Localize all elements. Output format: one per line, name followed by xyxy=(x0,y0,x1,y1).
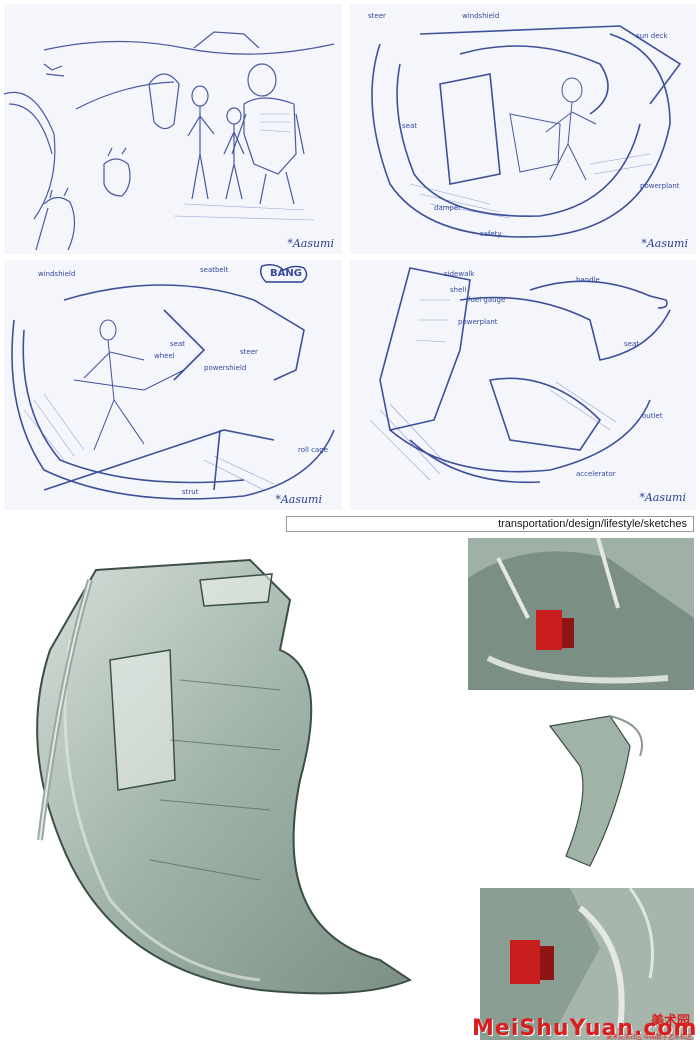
sketch-panel-vehicle-rider: steer windshield sun deck seat damper po… xyxy=(350,4,696,254)
pod-rider-sketch xyxy=(11,263,335,500)
signature: *Aasumi xyxy=(639,491,686,504)
sketch-panel-characters: *Aasumi xyxy=(4,4,342,254)
side-label-6: handle xyxy=(576,276,600,284)
watermark-sub: 美术交流社区 中国数字艺术社区 xyxy=(606,1034,692,1041)
vehicle-rider-label-5: damper xyxy=(434,204,462,212)
side-label-8: accelerator xyxy=(576,470,616,478)
detail-mid-graphic xyxy=(548,715,643,867)
render-main xyxy=(0,540,440,1020)
vehicle-rider-label-1: steer xyxy=(368,12,386,20)
characters-sketch xyxy=(4,31,335,251)
vehicle-side-sketch xyxy=(369,267,671,484)
pod-label-2: seatbelt xyxy=(200,266,229,274)
detail-top-graphic xyxy=(468,538,694,690)
pod-label-8: strut xyxy=(182,488,199,496)
signature: *Aasumi xyxy=(641,237,688,250)
pod-tag: BANG xyxy=(270,268,302,279)
main-render-graphic xyxy=(36,558,413,995)
signature: *Aasumi xyxy=(275,493,322,506)
pod-label-5: wheel xyxy=(154,352,175,360)
sketch-panel-pod-rider: BANG windshield seatbelt seat powershiel… xyxy=(4,260,342,510)
vehicle-rider-label-4: seat xyxy=(402,122,417,130)
side-label-1: sidewalk xyxy=(444,270,475,278)
side-label-3: fuel gauge xyxy=(468,296,506,304)
vehicle-rider-label-3: sun deck xyxy=(636,32,668,40)
side-label-5: seat xyxy=(624,340,639,348)
pod-label-7: roll cage xyxy=(298,446,329,454)
pod-label-3: seat xyxy=(170,340,185,348)
vehicle-rider-label-2: windshield xyxy=(462,12,500,20)
pod-label-1: windshield xyxy=(38,270,76,278)
watermark: MeiShuYuan.com 美术园 美术交流社区 中国数字艺术社区 xyxy=(472,1012,696,1042)
watermark-text: MeiShuYuan.com xyxy=(472,1016,698,1041)
signature: *Aasumi xyxy=(287,237,334,250)
pod-label-4: powershield xyxy=(204,364,247,372)
vehicle-rider-label-7: safety xyxy=(480,230,502,238)
detail-bottom-graphic xyxy=(480,888,694,1040)
sketch-panel-vehicle-side: sidewalk shell fuel gauge powerplant sea… xyxy=(350,260,696,510)
caption-text: transportation/design/lifestyle/sketches xyxy=(498,518,687,530)
side-label-7: outlet xyxy=(642,412,663,420)
side-label-4: powerplant xyxy=(458,318,498,326)
render-detail-bottom xyxy=(480,888,694,1040)
render-detail-mid xyxy=(510,706,660,874)
watermark-cn: 美术园 xyxy=(650,1014,690,1029)
vehicle-rider-label-6: powerplant xyxy=(640,182,680,190)
vehicle-rider-sketch xyxy=(371,25,682,238)
render-detail-top xyxy=(468,538,694,690)
side-label-2: shell xyxy=(450,286,467,294)
caption-bar: transportation/design/lifestyle/sketches xyxy=(286,516,694,532)
pod-label-6: steer xyxy=(240,348,258,356)
